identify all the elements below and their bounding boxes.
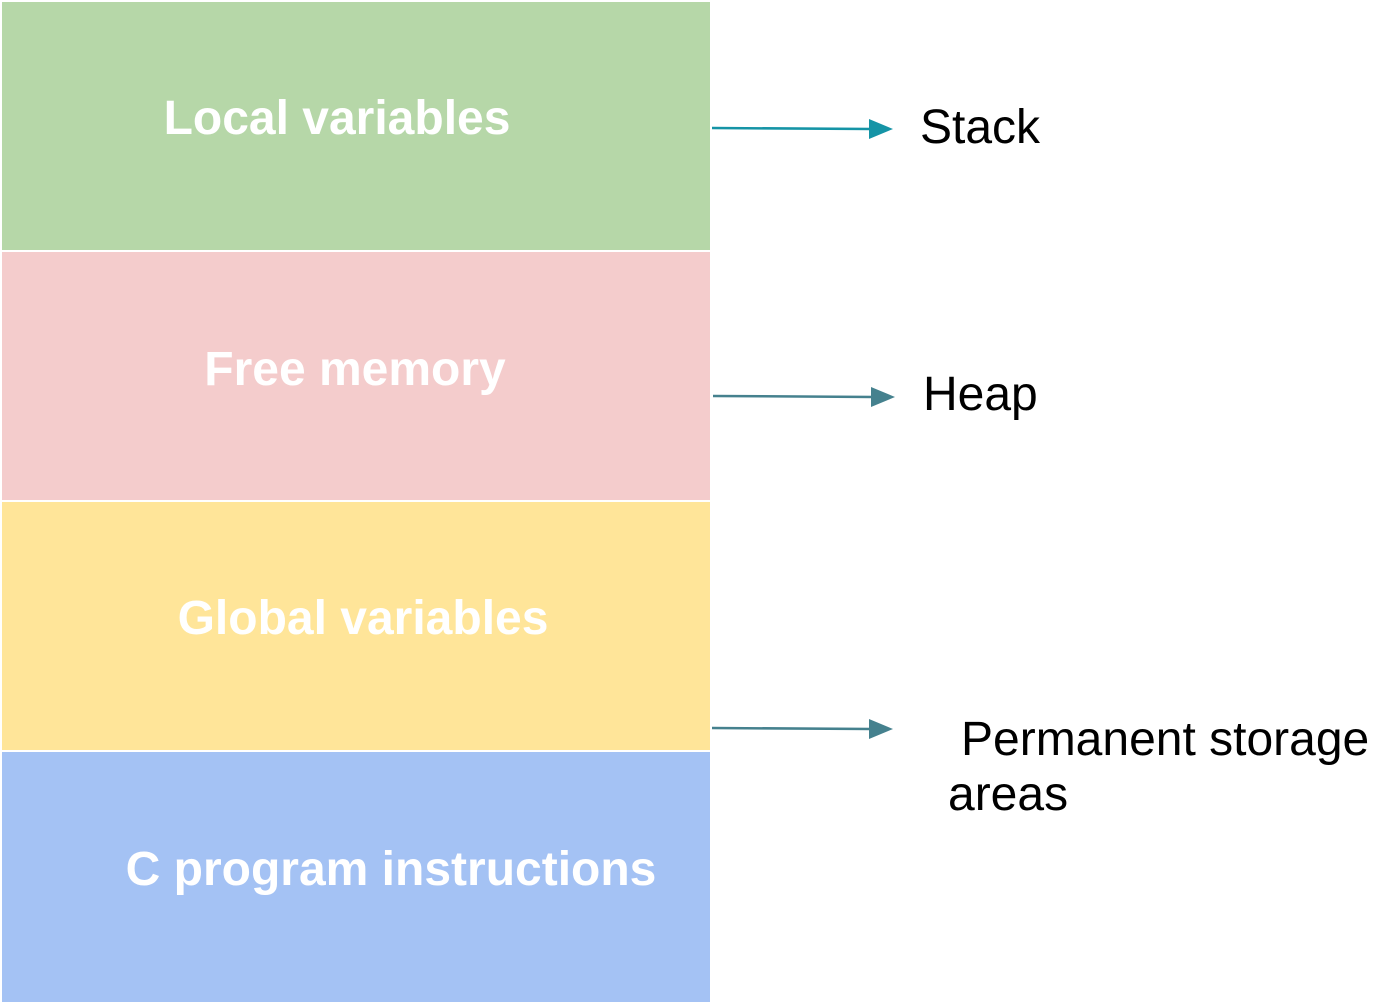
local-variables-block: Local variables [2,2,710,250]
heap-label: Heap [923,368,1038,421]
free-memory-block: Free memory [2,252,710,500]
program-instructions-label: C program instructions [125,843,657,896]
permanent-storage-label: Permanent storage areas [948,712,1369,822]
stack-label: Stack [920,101,1041,154]
permanent-storage-label-line2: areas [948,768,1069,822]
global-variables-label: Global variables [177,592,549,645]
heap-arrow [712,387,895,407]
free-memory-label: Free memory [204,343,506,396]
program-instructions-block: C program instructions [2,752,710,1002]
global-variables-block: Global variables [2,502,710,750]
permanent-storage-arrow [711,719,893,739]
permanent-storage-label-line1: Permanent storage [961,713,1370,766]
local-variables-label: Local variables [163,92,511,145]
stack-arrow [711,119,893,139]
